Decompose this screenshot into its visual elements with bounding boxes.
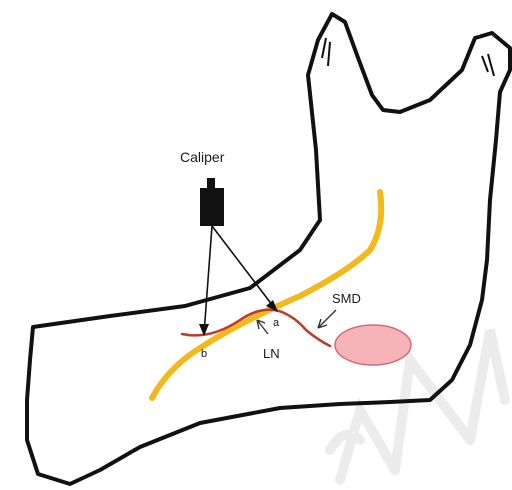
point-b-label: b <box>201 348 207 360</box>
caliper-label: Caliper <box>180 149 225 165</box>
point-a-label: a <box>273 317 280 329</box>
smd-pointer-arrow <box>318 310 336 328</box>
ln-label: LN <box>263 346 280 361</box>
ln-pointer-arrow <box>257 320 268 334</box>
submandibular-gland <box>335 325 411 365</box>
smd-label: SMD <box>332 291 361 306</box>
mandible-outline <box>27 14 510 484</box>
